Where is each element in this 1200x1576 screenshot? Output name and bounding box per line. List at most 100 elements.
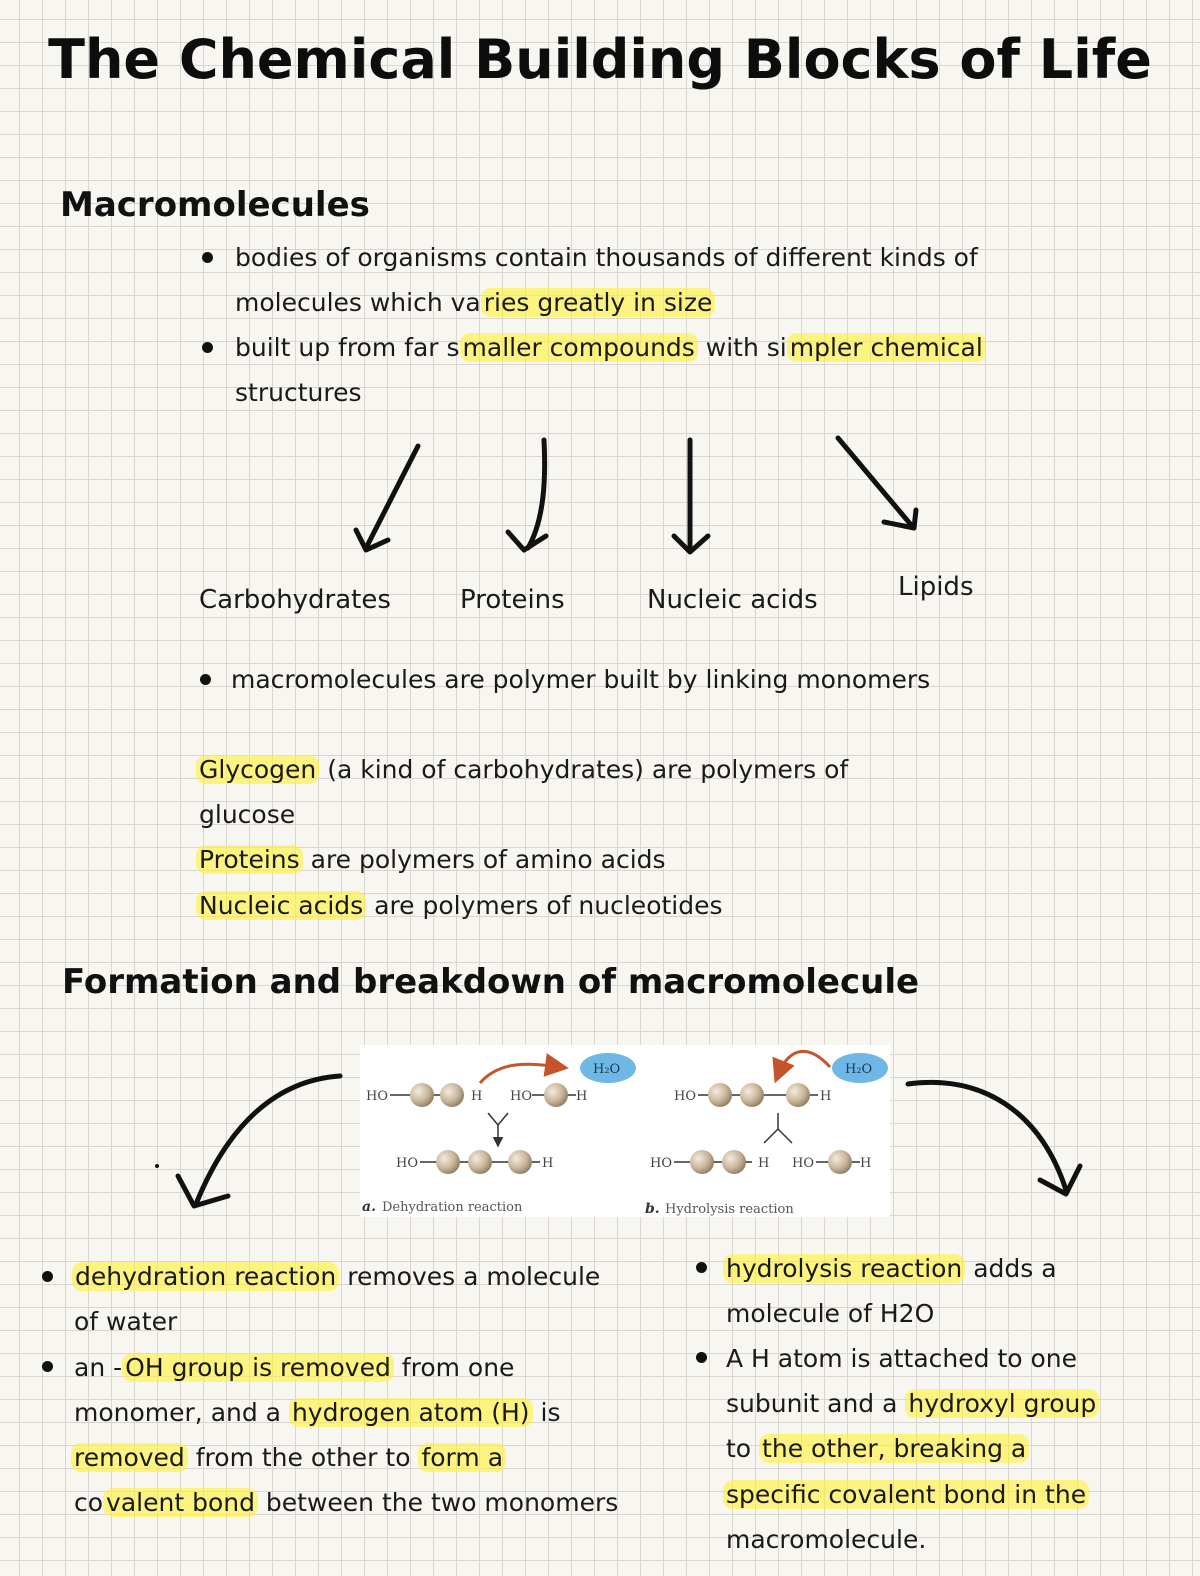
oh-line3: removed from the other to form a [71,1435,507,1480]
bullet-dot [202,252,213,263]
arrow-head [671,533,711,555]
caption-letter: b. [645,1201,660,1217]
highlight: ries greatly in size [480,288,716,317]
highlight: Proteins [196,845,303,874]
monomer-ball [436,1150,460,1174]
h-atom-line5: macromolecule. [726,1525,927,1554]
highlight: Nucleic acids [196,891,367,920]
highlight: maller compounds [459,333,698,362]
caption-dehydration: Dehydration reaction [382,1200,523,1215]
highlight: hydrogen atom (H) [288,1398,533,1427]
hydrolysis-line2: molecule of H2O [726,1299,935,1328]
oh-line2: monomer, and a hydrogen atom (H) is [74,1398,561,1427]
category-proteins: Proteins [460,585,565,615]
monomer-ball [544,1083,568,1107]
monomer-ball [786,1083,810,1107]
heading-macromolecules: Macromolecules [60,185,370,225]
red-arrow [478,1053,569,1085]
arrow-to-hydrolysis [905,1079,1069,1193]
heading-formation: Formation and breakdown of macromolecule [62,962,920,1002]
caption-hydrolysis: Hydrolysis reaction [665,1202,794,1217]
highlight: removed [71,1443,188,1472]
bullet-dot [202,342,213,353]
water-bubble [580,1053,636,1083]
reaction-figure: HO H HO H H₂O HO H a. Dehydration reacti… [360,1045,890,1217]
arrow-proteins [525,437,548,551]
ho-label: HO [674,1089,696,1104]
page-title: The Chemical Building Blocks of Life [48,28,1152,91]
red-arrow [772,1050,832,1084]
h-label: H [542,1156,553,1171]
monomer-ball [722,1150,746,1174]
arrow-head [353,527,391,553]
arrow-head [505,529,549,553]
caption-letter: a. [362,1199,376,1215]
highlight: the other, breaking a [759,1434,1030,1463]
ho-label: HO [650,1156,672,1171]
category-carbohydrates: Carbohydrates [199,585,391,615]
highlight: form a [418,1443,507,1472]
arrow-head [1037,1163,1083,1197]
highlight: mpler chemical [786,333,986,362]
category-nucleic-acids: Nucleic acids [647,585,818,615]
bullet-dot [696,1262,707,1273]
bullet-dot [42,1361,53,1372]
highlight: hydrolysis reaction [723,1254,966,1283]
hydrolysis-line1: hydrolysis reaction adds a [723,1246,1057,1291]
h-label: H [471,1089,482,1104]
highlight: specific covalent bond in the [723,1480,1090,1509]
h-label: H [576,1089,587,1104]
arrow-lipids [835,435,915,529]
h-atom-line2: subunit and a hydroxyl group [726,1381,1100,1426]
ho-label: HO [510,1089,532,1104]
monomer-ball [440,1083,464,1107]
monomer-ball [828,1150,852,1174]
monomer-ball [410,1083,434,1107]
water-bubble [832,1053,888,1083]
pen-dot [155,1164,159,1168]
arrow-to-dehydration [193,1073,343,1207]
nucleic-line: Nucleic acids are polymers of nucleotide… [196,883,723,928]
h-label: H [860,1156,871,1171]
arrow-head [881,507,919,531]
water-label: H₂O [593,1062,620,1077]
monomer-ball [468,1150,492,1174]
glycogen-line: Glycogen (a kind of carbohydrates) are p… [196,747,848,792]
bullet-built-line2: structures [235,378,362,407]
monomer-ball [740,1083,764,1107]
bullet-organisms-line1: bodies of organisms contain thousands of… [235,243,978,272]
h-atom-line3: to the other, breaking a [726,1426,1030,1471]
bullet-polymer: macromolecules are polymer built by link… [231,665,931,694]
monomer-ball [690,1150,714,1174]
arrow-head [175,1173,231,1209]
h-atom-line4: specific covalent bond in the [723,1472,1090,1517]
monomer-ball [508,1150,532,1174]
h-label: H [758,1156,769,1171]
monomer-ball [708,1083,732,1107]
h-label: H [820,1089,831,1104]
arrow-carbohydrates [363,443,421,551]
bullet-dot [42,1271,53,1282]
highlight: dehydration reaction [72,1262,340,1291]
water-label: H₂O [845,1062,872,1077]
highlight: hydroxyl group [905,1389,1100,1418]
highlight: OH group is removed [122,1353,394,1382]
h-atom-line1: A H atom is attached to one [726,1344,1078,1373]
dehydration-line1: dehydration reaction removes a molecule [72,1254,600,1299]
oh-line1: an -OH group is removed from one [74,1353,515,1382]
proteins-line: Proteins are polymers of amino acids [196,837,666,882]
bullet-dot [696,1352,707,1363]
ho-label: HO [396,1156,418,1171]
glucose-line: glucose [199,800,296,829]
ho-label: HO [366,1089,388,1104]
highlight: Glycogen [196,755,320,784]
category-lipids: Lipids [898,572,974,602]
highlight: valent bond [103,1488,258,1517]
bullet-dot [200,674,211,685]
ho-label: HO [792,1156,814,1171]
